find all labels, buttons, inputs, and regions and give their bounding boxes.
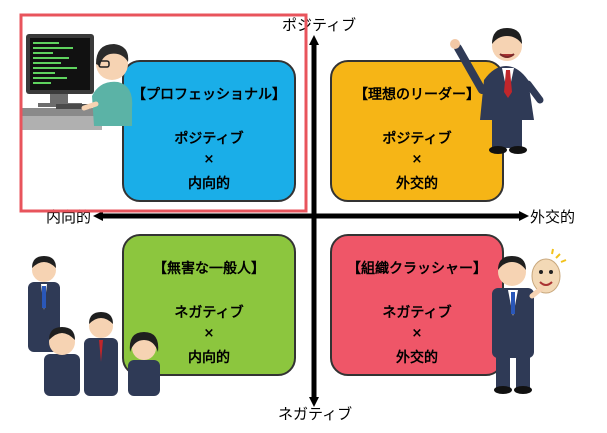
quadrant-trait-1: ポジティブ — [174, 131, 244, 147]
leader-illustration — [450, 28, 544, 154]
office-workers-illustration — [28, 256, 160, 396]
quadrant-trait-2: 内向的 — [188, 350, 230, 366]
quadrant-trait-2: 内向的 — [188, 176, 230, 192]
times-sign: × — [203, 326, 215, 341]
quadrant-title: 【無害な一般人】 — [153, 261, 265, 277]
quadrant-trait-1: ネガティブ — [382, 305, 452, 321]
quadrant-trait-1: ポジティブ — [382, 131, 452, 147]
masked-man-illustration — [492, 248, 567, 394]
highlight-frame — [19, 13, 308, 213]
quadrant-professional: 【プロフェッショナル】 ポジティブ × 内向的 — [122, 60, 296, 202]
quadrant-title: 【組織クラッシャー】 — [347, 261, 487, 277]
axis-label-bottom: ネガティブ — [278, 405, 353, 423]
quadrant-organization-crusher: 【組織クラッシャー】 ネガティブ × 外交的 — [330, 234, 504, 376]
times-sign: × — [411, 326, 423, 341]
quadrant-title: 【理想のリーダー】 — [354, 87, 480, 103]
times-sign: × — [203, 152, 215, 167]
quadrant-title: 【プロフェッショナル】 — [132, 87, 286, 103]
programmer-illustration — [22, 34, 133, 130]
quadrant-ideal-leader: 【理想のリーダー】 ポジティブ × 外交的 — [330, 60, 504, 202]
axis-label-top: ポジティブ — [282, 16, 357, 34]
quadrant-trait-2: 外交的 — [396, 350, 438, 366]
times-sign: × — [411, 152, 423, 167]
axis-label-right: 外交的 — [530, 208, 576, 226]
quadrant-trait-2: 外交的 — [396, 176, 438, 192]
quadrant-trait-1: ネガティブ — [174, 305, 244, 321]
